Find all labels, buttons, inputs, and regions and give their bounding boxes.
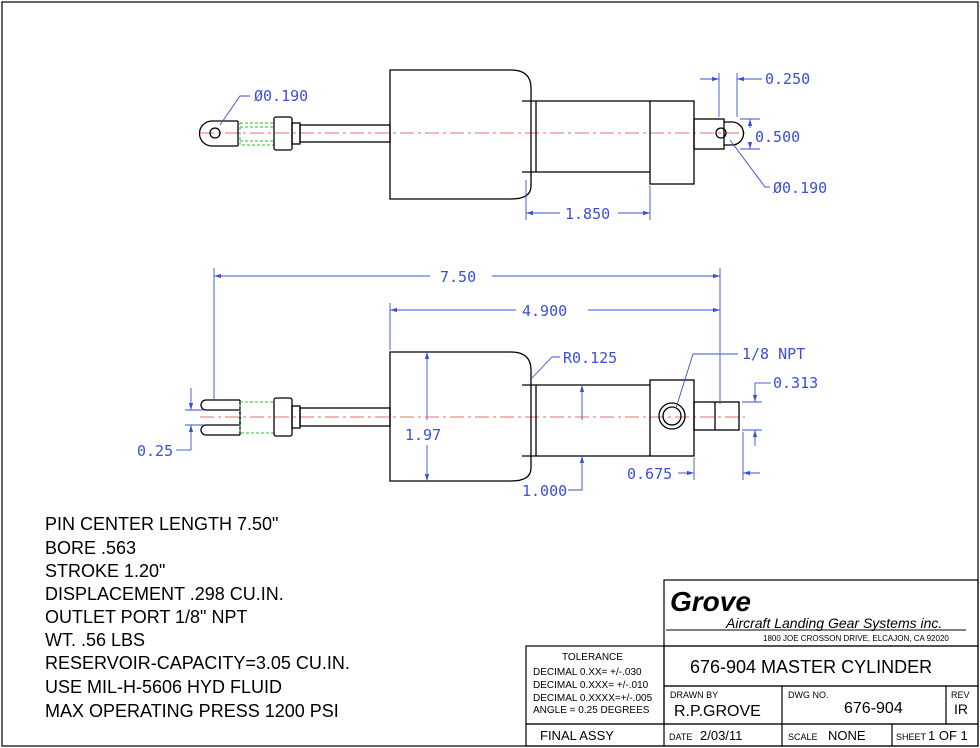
date-value: 2/03/11 [700, 728, 742, 743]
side-view-dimensions: 7.50 4.900 R0.125 1/8 NPT 0.313 0.25 1.9… [137, 268, 818, 500]
scale-label: SCALE [788, 732, 818, 742]
tolerance-line: DECIMAL 0.XXX= +/-.010 [533, 680, 649, 691]
dim-height: 1.97 [405, 426, 441, 444]
dwg-no-value: 676-904 [844, 700, 903, 717]
dim-pin-hole-right: Ø0.190 [773, 179, 827, 197]
drawn-by-label: DRAWN BY [670, 690, 718, 700]
sheet-label: SHEET [896, 732, 927, 742]
dim-overall: 7.50 [440, 268, 476, 286]
dim-height-right: 0.500 [755, 128, 800, 146]
dim-body-length: 1.850 [565, 205, 610, 223]
note-line: STROKE 1.20" [45, 561, 165, 581]
drawn-by-value: R.P.GROVE [674, 703, 761, 720]
dim-port: 1/8 NPT [742, 345, 805, 363]
dim-port-offset: 0.675 [627, 465, 672, 483]
dim-port-dia: 0.313 [773, 374, 818, 392]
tolerance-title: TOLERANCE [562, 652, 623, 663]
dim-pin-hole-left: Ø0.190 [254, 87, 308, 105]
note-line: RESERVOIR-CAPACITY=3.05 CU.IN. [45, 653, 350, 673]
dwg-no-label: DWG NO. [788, 690, 829, 700]
note-line: PIN CENTER LENGTH 7.50" [45, 514, 278, 534]
note-line: OUTLET PORT 1/8" NPT [45, 607, 247, 627]
drawing-title: 676-904 MASTER CYLINDER [690, 657, 932, 677]
note-line: USE MIL-H-5606 HYD FLUID [45, 677, 282, 697]
tolerance-line: ANGLE = 0.25 DEGREES [533, 705, 650, 716]
notes-block: PIN CENTER LENGTH 7.50" BORE .563 STROKE… [45, 514, 350, 721]
dim-width-right: 0.250 [765, 70, 810, 88]
tolerance-line: DECIMAL 0.XX= +/-.030 [533, 667, 642, 678]
dim-clevis-gap: 0.25 [137, 442, 173, 460]
title-block: Grove Aircraft Landing Gear Systems inc.… [525, 579, 979, 747]
company-logo: Grove [670, 586, 751, 617]
company-address: 1800 JOE CROSSON DRIVE, ELCAJON, CA 9202… [763, 634, 949, 643]
note-line: WT. .56 LBS [45, 630, 145, 650]
note-line: DISPLACEMENT .298 CU.IN. [45, 584, 284, 604]
tolerance-line: DECIMAL 0.XXXX=+/-.005 [533, 693, 653, 704]
note-line: BORE .563 [45, 538, 136, 558]
company-name: Aircraft Landing Gear Systems inc. [725, 615, 942, 631]
date-label: DATE [669, 732, 692, 742]
assy-value: FINAL ASSY [540, 728, 614, 743]
rev-label: REV [951, 690, 970, 700]
sheet-value: 1 OF 1 [928, 728, 968, 743]
dim-body-to-pin: 4.900 [522, 302, 567, 320]
top-view-dimensions: Ø0.190 0.250 0.500 Ø0.190 1.850 [219, 70, 827, 223]
dim-body-height: 1.000 [522, 482, 567, 500]
rev-value: IR [954, 701, 968, 717]
side-view [200, 351, 745, 482]
scale-value: NONE [828, 728, 866, 743]
note-line: MAX OPERATING PRESS 1200 PSI [45, 701, 339, 721]
dim-radius: R0.125 [563, 349, 617, 367]
top-view [198, 69, 745, 200]
